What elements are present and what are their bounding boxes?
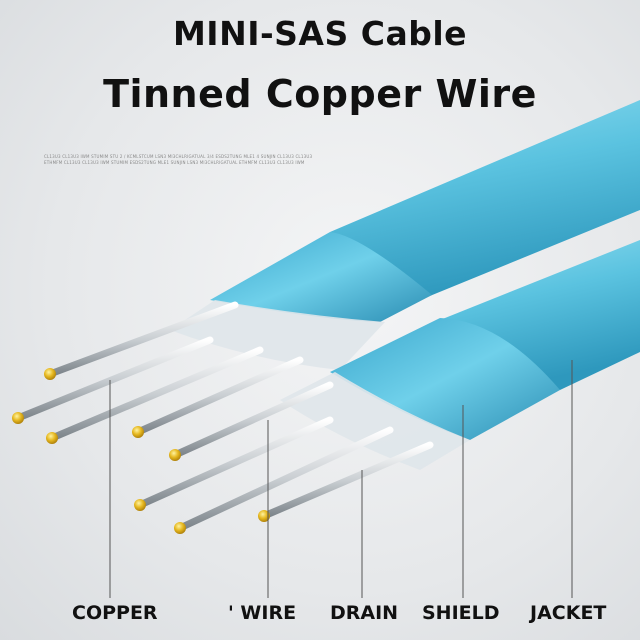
label-jacket: JACKET (530, 602, 607, 624)
lower-cable-shield (330, 318, 560, 440)
label-shield: SHIELD (422, 602, 500, 624)
lower-conductors (134, 381, 434, 534)
conductor-tip (132, 426, 144, 438)
label-drain: DRAIN (330, 602, 399, 624)
upper-conductors (12, 301, 304, 444)
upper-cable-foil (170, 300, 385, 370)
label-copper: COPPER (72, 602, 158, 624)
conductor-tip (169, 449, 181, 461)
conductor-tip (134, 499, 146, 511)
conductor-tip (46, 432, 58, 444)
label-wire: ' WIRE (228, 602, 297, 624)
title-line-1: MINI-SAS Cable (172, 14, 468, 53)
upper-cable-jacket (330, 100, 640, 300)
fine-print-line-2: ETHMFM CL13U3 CL13U3 IWM STUMIM ESDS2TUN… (44, 160, 305, 165)
conductor-tip (44, 368, 56, 380)
title-line-2: Tinned Copper Wire (103, 72, 537, 116)
lower-cable-jacket (440, 240, 640, 390)
conductor-tip (12, 412, 24, 424)
upper-cable-shield (210, 232, 432, 322)
fine-print: CL13U3 CL13U3 IWM STUMIM STU 2 / KCMLSTC… (44, 154, 312, 166)
conductor-tip (174, 522, 186, 534)
conductor-tip (258, 510, 270, 522)
fine-print-line-1: CL13U3 CL13U3 IWM STUMIM STU 2 / KCMLSTC… (44, 154, 313, 159)
callout-lines (109, 360, 573, 598)
